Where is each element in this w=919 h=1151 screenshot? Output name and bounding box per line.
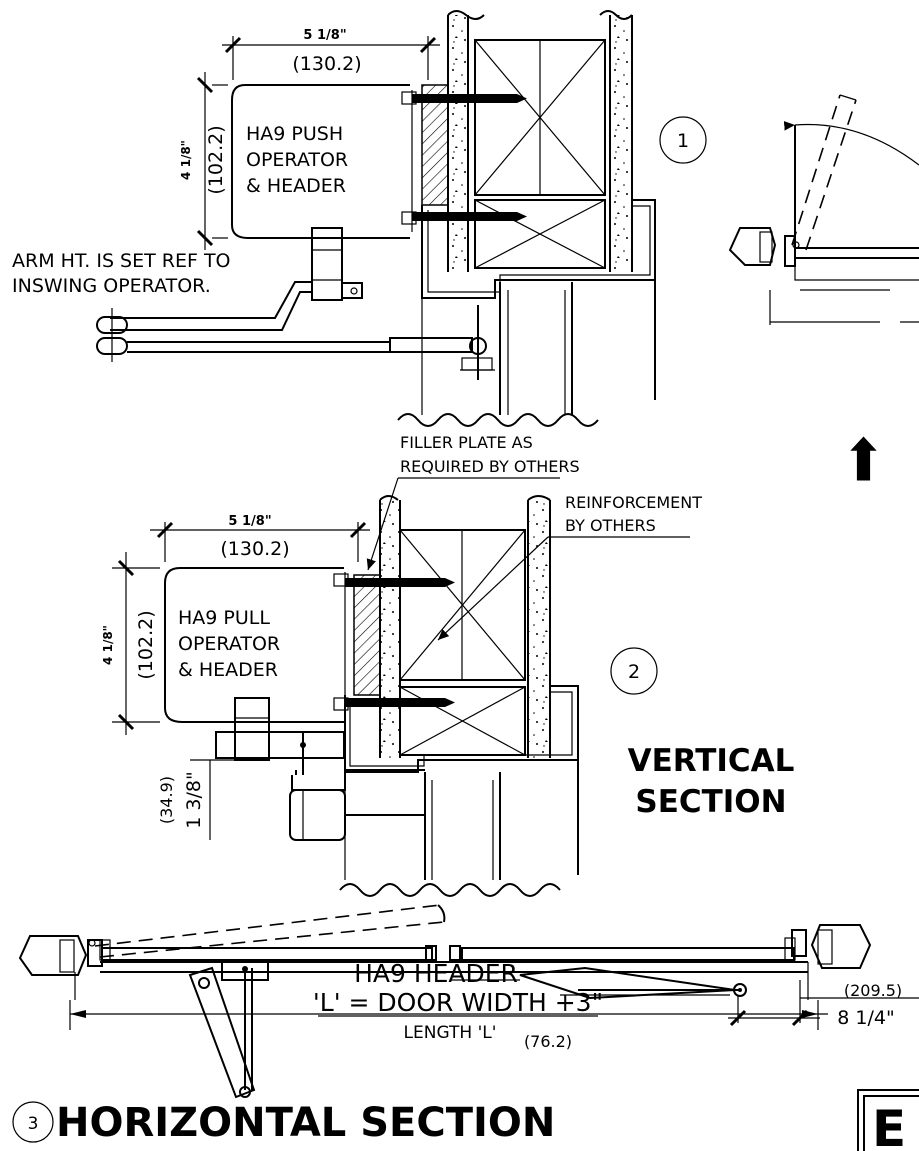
callout-3-number: 3	[28, 1114, 39, 1134]
push-arm	[96, 227, 495, 380]
d2-offset-in: 1 3/8"	[183, 771, 205, 828]
right-dim-mm: (209.5)	[844, 981, 902, 1000]
push-header-profile	[231, 84, 417, 239]
filler-note-line2: REQUIRED BY OTHERS	[400, 457, 580, 476]
detail-2-dimensions	[112, 521, 370, 840]
callout-1-number: 1	[677, 130, 689, 152]
detail-1-dimensions	[196, 36, 440, 250]
detail-1-push: 5 1/8" (130.2) 4 1/8" (102.2) HA9 PUSH O…	[12, 10, 707, 427]
callout-2-circle	[610, 647, 658, 695]
d1-width-in: 5 1/8"	[303, 28, 346, 43]
d2-label-line1: HA9 PULL	[178, 607, 270, 629]
d2-offset-mm: (34.9)	[157, 776, 176, 824]
d2-width-in: 5 1/8"	[228, 514, 271, 529]
filler-leader-arrow	[366, 477, 399, 571]
right-dim-in: 8 1/4"	[837, 1007, 894, 1029]
d1-note-line2: INSWING OPERATOR.	[12, 275, 211, 297]
d2-height-mm: (102.2)	[135, 610, 157, 679]
vertical-section-title-line2: SECTION	[635, 784, 786, 820]
d2-label-line2: OPERATOR	[178, 633, 280, 655]
reinf-note-line2: BY OTHERS	[565, 516, 656, 535]
header-strip	[74, 961, 809, 1000]
anchor-screws-1	[412, 94, 527, 221]
pull-operator-arm	[215, 697, 425, 841]
d1-height-in: 4 1/8"	[179, 140, 193, 180]
detail-3-dimensions	[69, 980, 919, 1030]
d2-width-mm: (130.2)	[220, 538, 289, 560]
reinf-note-line1: REINFORCEMENT	[565, 493, 702, 512]
length-label: LENGTH 'L'	[404, 1023, 497, 1043]
plan-view-fragment	[728, 94, 919, 481]
d1-label-line1: HA9 PUSH	[246, 123, 343, 145]
filler-note-line1: FILLER PLATE AS	[400, 433, 533, 452]
title-block-corner: E	[857, 1089, 919, 1151]
horizontal-section-title: HORIZONTAL SECTION	[56, 1100, 555, 1146]
d1-note-line1: ARM HT. IS SET REF TO	[12, 250, 231, 272]
d1-label-line2: OPERATOR	[246, 149, 348, 171]
horizontal-arm	[188, 966, 256, 1099]
formula-mm: (76.2)	[524, 1032, 572, 1051]
d1-label-line3: & HEADER	[246, 175, 346, 197]
right-jamb	[791, 924, 872, 969]
corner-logo-glyph: E	[872, 1100, 906, 1151]
anchor-screws-2	[345, 578, 455, 707]
length-formula: 'L' = DOOR WIDTH +3"	[313, 988, 603, 1017]
wall-section-2	[339, 495, 579, 897]
d2-height-in: 4 1/8"	[101, 625, 115, 665]
callout-1-circle	[659, 116, 707, 164]
d1-width-mm: (130.2)	[292, 53, 361, 75]
detail-2-pull: 5 1/8" (130.2) 4 1/8" (102.2) HA9 PULL O…	[101, 433, 702, 897]
callout-3-circle	[12, 1101, 54, 1143]
d1-height-mm: (102.2)	[205, 125, 227, 194]
vertical-section-title-line1: VERTICAL	[628, 743, 795, 779]
door-leaves	[94, 904, 796, 961]
left-jamb	[18, 935, 103, 976]
d2-label-line3: & HEADER	[178, 659, 278, 681]
callout-2-number: 2	[628, 661, 640, 683]
reinf-leader-arrow	[437, 536, 549, 641]
header-label: HA9 HEADER	[354, 959, 518, 988]
detail-3-horizontal: HA9 HEADER 'L' = DOOR WIDTH +3" (76.2) L…	[12, 904, 919, 1146]
wall-section-1	[397, 10, 656, 427]
pull-header-profile	[164, 567, 349, 723]
